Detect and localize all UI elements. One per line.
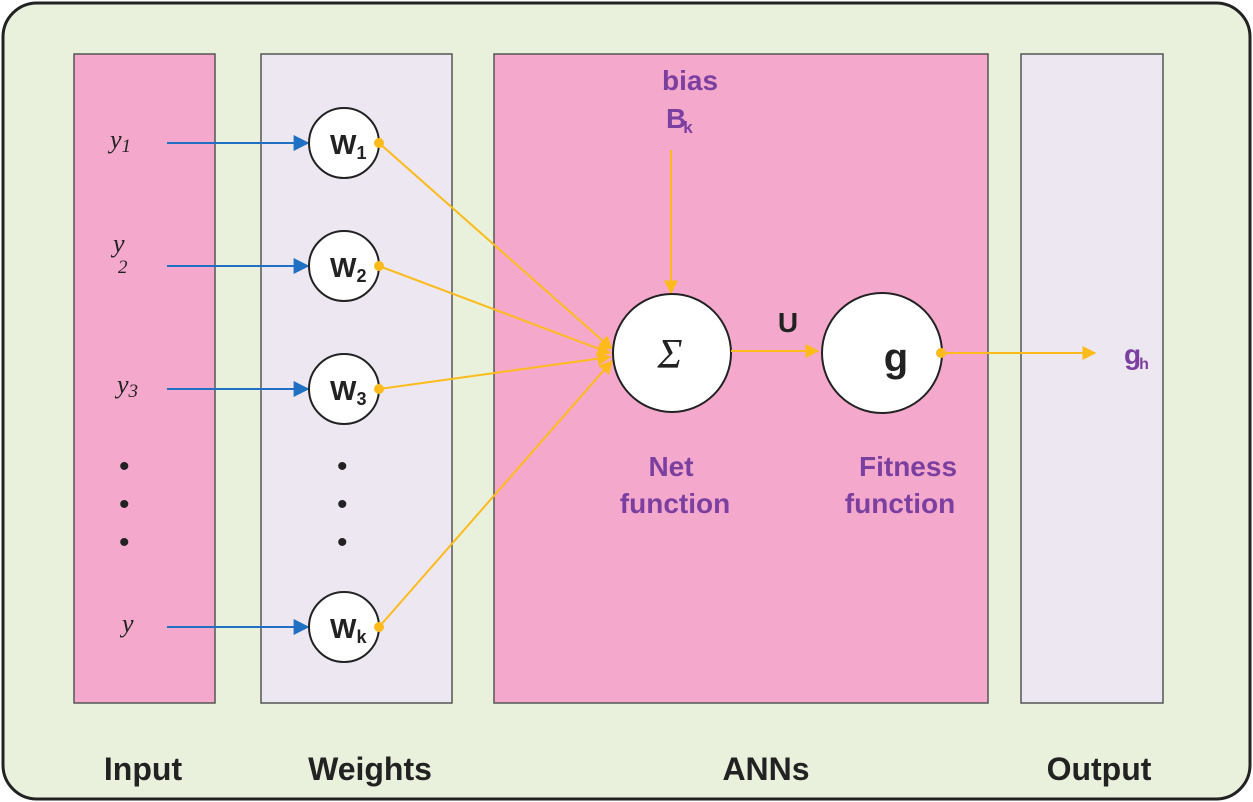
input-label-y2: y [110, 229, 125, 258]
input-panel [73, 53, 216, 704]
column-title-weights: Weights [308, 751, 432, 787]
weight-edge-3 [378, 351, 612, 390]
input-label-y1: y1 [107, 125, 131, 157]
fitness-symbol: g [884, 336, 908, 380]
fitness-node: g [821, 292, 946, 414]
column-title-anns: ANNs [722, 751, 809, 787]
weight-node-3: W3 [308, 353, 384, 425]
fitness-function-caption-2: function [845, 488, 955, 519]
output-panel [1020, 53, 1164, 704]
weight-edge-1 [378, 142, 614, 350]
output-label: gh [1124, 339, 1149, 373]
net-function-caption-2: function [620, 488, 730, 519]
weight-edge-2 [378, 265, 612, 356]
input-ellipsis-dot: • [119, 450, 130, 483]
svg-text:W3: W3 [330, 375, 366, 409]
input-label-y2-sub: 2 [118, 257, 128, 278]
weight-node-1: W1 [308, 107, 384, 179]
input-label-y: y [119, 609, 134, 638]
fitness-function-caption: Fitness [859, 451, 957, 482]
weights-ellipsis-dot: • [337, 526, 348, 559]
input-ellipsis-dot: • [119, 488, 130, 521]
bias-symbol: Bk [666, 103, 693, 137]
net-function-caption: Net [648, 451, 693, 482]
svg-text:W1: W1 [330, 129, 366, 163]
svg-text:Wk: Wk [330, 613, 367, 647]
input-ellipsis-dot: • [119, 526, 130, 559]
sigma-symbol: Σ [657, 332, 683, 378]
weights-ellipsis-dot: • [337, 450, 348, 483]
weight-node-k: Wk [308, 591, 384, 663]
column-title-input: Input [104, 751, 183, 787]
bias-label: bias [662, 65, 718, 96]
column-title-output: Output [1047, 751, 1152, 787]
svg-text:W2: W2 [330, 252, 366, 286]
sum-node: Σ [612, 293, 732, 413]
weights-ellipsis-dot: • [337, 488, 348, 521]
input-label-y3: y3 [114, 370, 138, 402]
weight-edge-k [378, 359, 613, 628]
edge-label-u: U [778, 307, 798, 338]
weight-node-2: W2 [308, 230, 384, 302]
